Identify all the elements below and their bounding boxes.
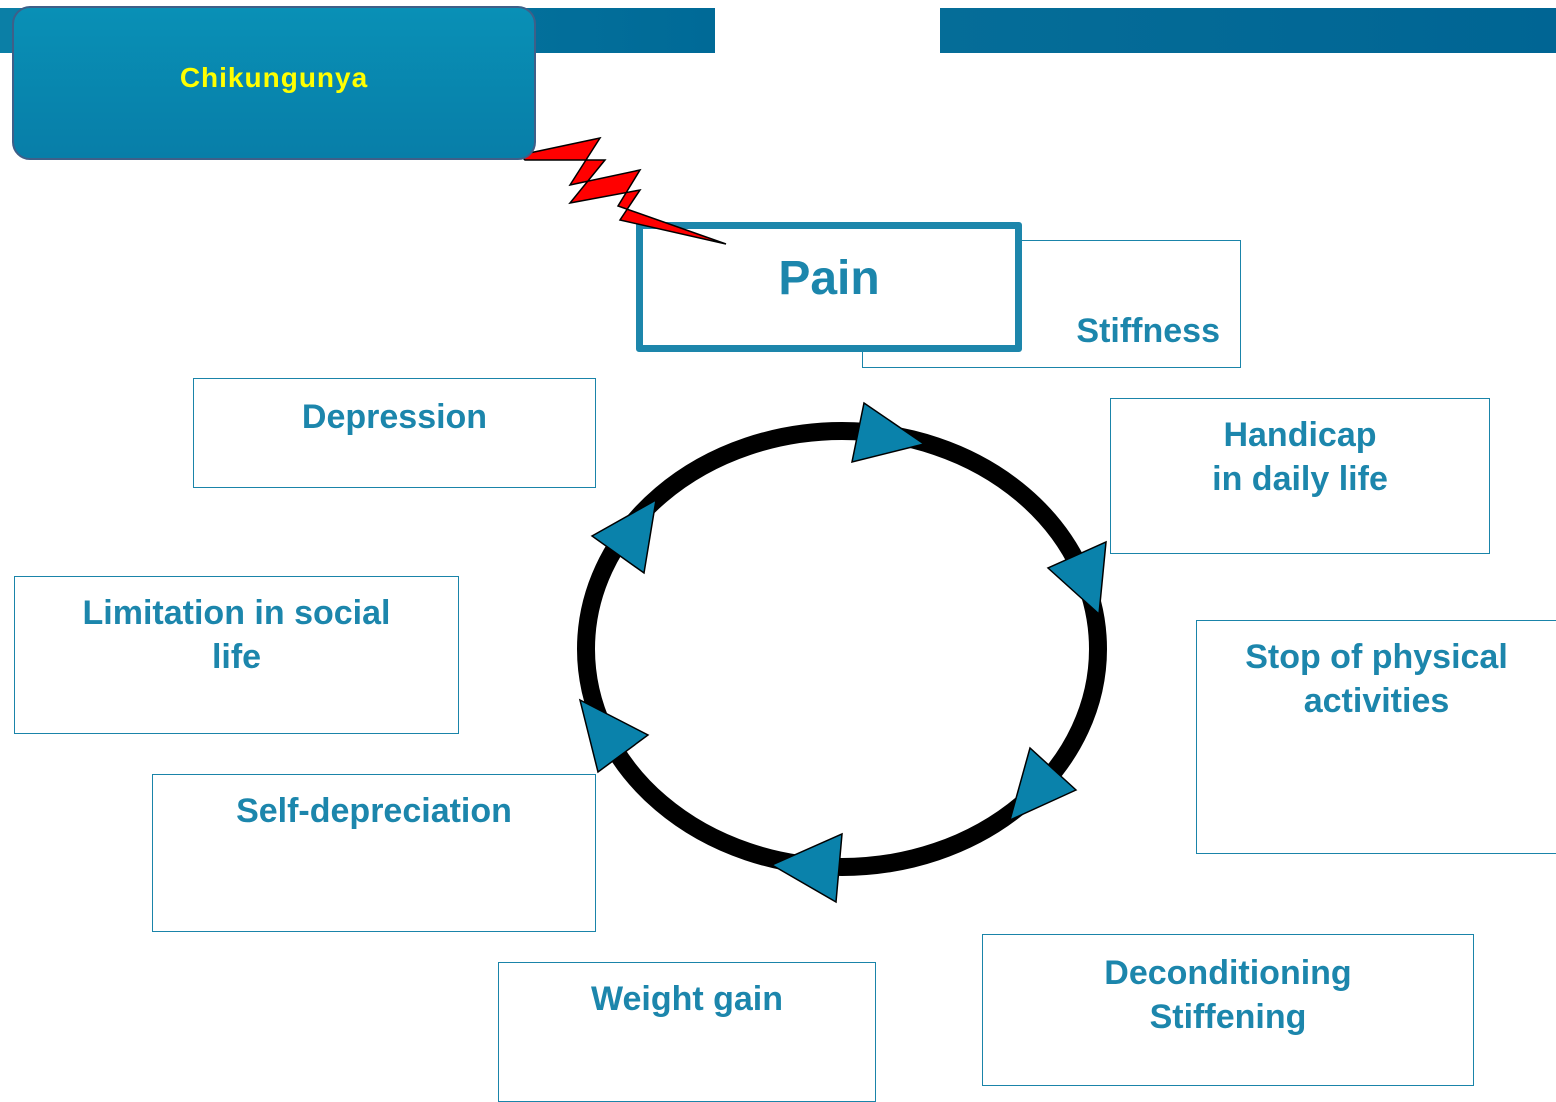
limitation-box: Limitation in social life [14, 576, 459, 734]
stop-activities-box: Stop of physical activities [1196, 620, 1556, 854]
pain-label: Pain [778, 252, 880, 305]
limitation-label-line1: Limitation in social [82, 594, 391, 632]
pain-box: Pain [636, 222, 1022, 352]
chikungunya-badge: Chikungunya [12, 6, 536, 160]
cycle-arrowhead-left-lower [578, 698, 650, 774]
stop-activities-label-line1: Stop of physical [1245, 638, 1508, 676]
depression-label: Depression [301, 398, 488, 436]
self-depreciation-box: Self-depreciation [152, 774, 596, 932]
handicap-label-line2: in daily life [1212, 460, 1388, 499]
depression-box: Depression [193, 378, 596, 488]
handicap-label-line1: Handicap [1223, 416, 1377, 454]
cycle-ring [577, 422, 1107, 876]
cycle-arrowhead-right-upper [1046, 540, 1107, 616]
cycle-arrowhead-right-lower [1008, 746, 1078, 822]
limitation-label-line2: life [211, 638, 262, 677]
stiffness-label: Stiffness [1076, 311, 1220, 350]
cycle-arrowhead-bottom [770, 832, 843, 904]
cycle-arrowhead-left-upper [590, 498, 657, 575]
cycle-arrowhead-top [851, 401, 926, 464]
handicap-box: Handicap in daily life [1110, 398, 1490, 554]
self-depreciation-label: Self-depreciation [236, 792, 512, 830]
weight-gain-box: Weight gain [498, 962, 876, 1102]
header-bar-right [940, 8, 1556, 53]
lightning-bolt-icon [518, 136, 727, 245]
deconditioning-label-line1: Deconditioning [1104, 954, 1352, 992]
stop-activities-label-line2: activities [1303, 682, 1450, 721]
deconditioning-label-line2: Stiffening [1149, 998, 1307, 1037]
deconditioning-box: Deconditioning Stiffening [982, 934, 1474, 1086]
chikungunya-label: Chikungunya [179, 62, 369, 93]
weight-gain-label: Weight gain [590, 980, 784, 1018]
